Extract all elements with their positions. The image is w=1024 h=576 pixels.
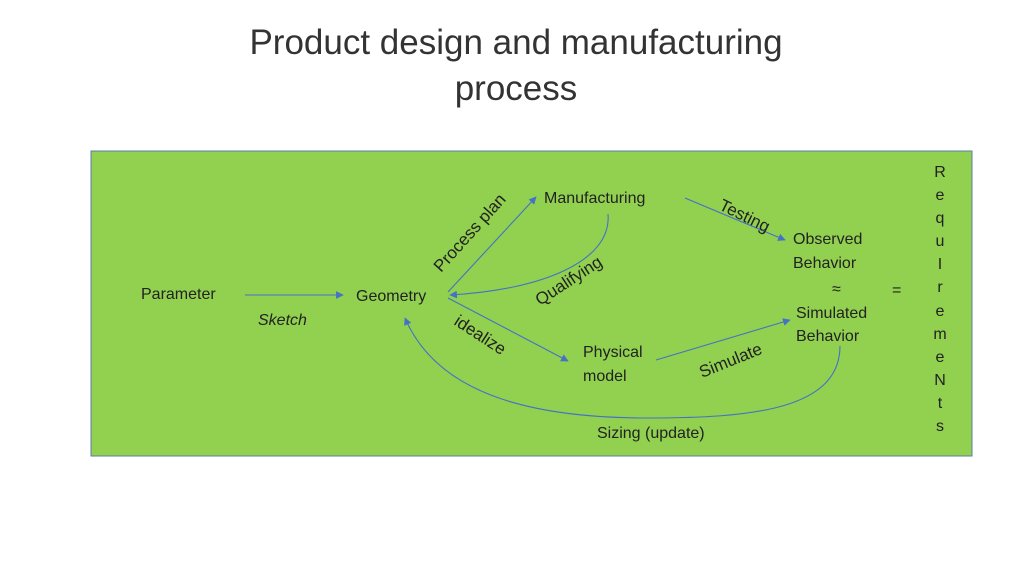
requirements-letter: m [933,326,946,343]
edge-label-sizing-update: Sizing (update) [597,425,705,442]
edge-label-sketch: Sketch [258,312,307,329]
page-title: Product design and manufacturing process [0,20,1024,112]
arrow-manufacturing-to-geometry [449,213,609,299]
requirements-letter: I [938,256,942,273]
node-physical-model-line-2: model [583,368,627,385]
node-observed-behavior-line-1: Observed [793,231,862,248]
approx-symbol: ≈ [832,281,841,298]
page-title-line-2: process [454,69,578,108]
node-observed-behavior-line-2: Behavior [793,255,857,272]
page-title-line-1: Product design and manufacturing [249,23,783,62]
requirements-letter: e [936,187,945,204]
requirements-letter: N [934,372,946,389]
node-physical-model-line-1: Physical [583,344,643,361]
node-simulated-behavior-line-1: Simulated [796,305,867,322]
node-geometry: Geometry [356,288,426,305]
arrow-geometry-to-manufacturing [447,196,537,293]
node-simulated-behavior-line-2: Behavior [796,328,860,345]
requirements-letter: s [936,418,944,435]
requirements-letter: e [936,349,945,366]
requirements-letter: R [934,164,946,181]
arrow-manufacturing-to-observed [684,197,786,241]
diagram-panel [90,150,973,457]
requirements-letter: r [937,279,943,296]
requirements-letter: u [936,233,945,250]
node-manufacturing: Manufacturing [544,190,645,207]
requirements-letter: q [936,210,945,227]
arrow-geometry-to-physical-model [447,297,569,362]
requirements-letter: t [938,395,943,412]
arrow-sizing-update [404,317,841,419]
equals-symbol: = [892,282,901,299]
requirements-vertical-label: R e q u I r e m e N t s [933,164,946,435]
arrow-physical-to-simulated [655,318,791,361]
requirements-letter: e [936,303,945,320]
node-parameter: Parameter [141,286,216,303]
